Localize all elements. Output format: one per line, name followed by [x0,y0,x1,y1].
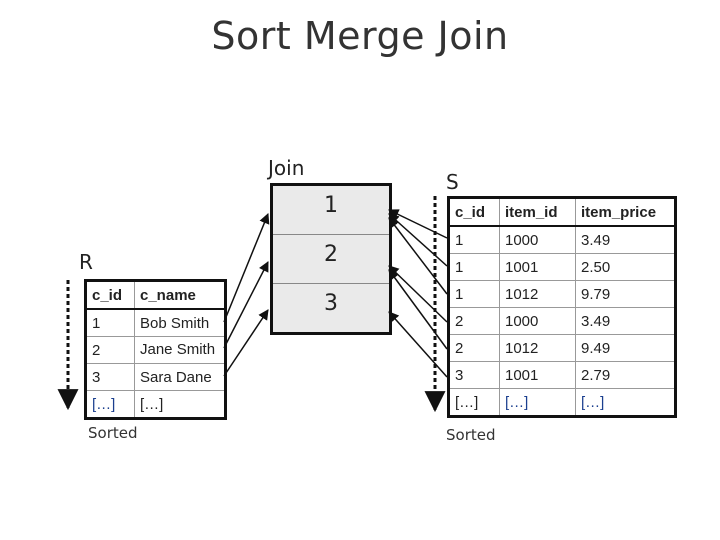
table-header-row: c_id item_id item_price [448,197,676,227]
table-cell: 9.49 [575,334,676,362]
s-to-join-arrow [388,213,448,267]
r-to-join-arrow [223,213,270,323]
join-box: 1 2 3 [270,183,392,335]
table-cell: […] [499,388,576,417]
table-cell: 1001 [499,361,576,389]
table-cell: 3.49 [575,225,676,254]
r-label: R [79,250,93,274]
s-to-join-arrow [388,311,448,378]
table-cell: 1 [448,280,500,308]
table-row: […][…][…] [448,388,676,417]
table-cell: 9.79 [575,280,676,308]
join-value: 3 [324,291,338,316]
table-cell: 1001 [499,253,576,281]
slide-title: Sort Merge Join [211,14,509,58]
column-header: item_id [499,197,576,227]
r-to-join-arrow [223,261,269,349]
s-to-join-arrow [388,209,448,239]
table-cell: Bob Smith [134,308,226,337]
table-cell: 2.50 [575,253,676,281]
table-row: 3 Sara Dane [85,363,226,391]
table-cell: 3.49 [575,307,676,335]
table-cell: 2.79 [575,361,676,389]
sorted-r-label: Sorted [88,424,138,442]
join-value: 2 [273,235,389,284]
column-header: c_name [134,280,226,310]
sorted-s-label: Sorted [446,426,496,444]
s-to-join-arrow [388,217,448,295]
table-r: c_id c_name 1 Bob Smith 2 Jane Smith 3 S… [84,279,227,420]
s-label: S [446,170,459,194]
table-cell: […] [85,390,135,419]
s-to-join-arrow [388,265,448,323]
column-header: item_price [575,197,676,227]
s-to-join-arrow [388,269,448,350]
join-label: Join [268,156,305,180]
table-cell: 2 [448,307,500,335]
table-cell: 1 [85,308,135,337]
table-cell: […] [575,388,676,417]
column-header: c_id [85,280,135,310]
table-row: […] […] [85,390,226,419]
table-header-row: c_id c_name [85,280,226,310]
table-cell: […] [448,388,500,417]
table-cell: Jane Smith [134,336,226,364]
r-to-join-arrow [223,309,269,377]
column-header: c_id [448,197,500,227]
table-cell: Sara Dane [134,363,226,391]
join-value: 1 [273,186,389,235]
table-row: 1 Bob Smith [85,308,226,337]
table-cell: 1012 [499,280,576,308]
table-cell: […] [134,390,226,419]
